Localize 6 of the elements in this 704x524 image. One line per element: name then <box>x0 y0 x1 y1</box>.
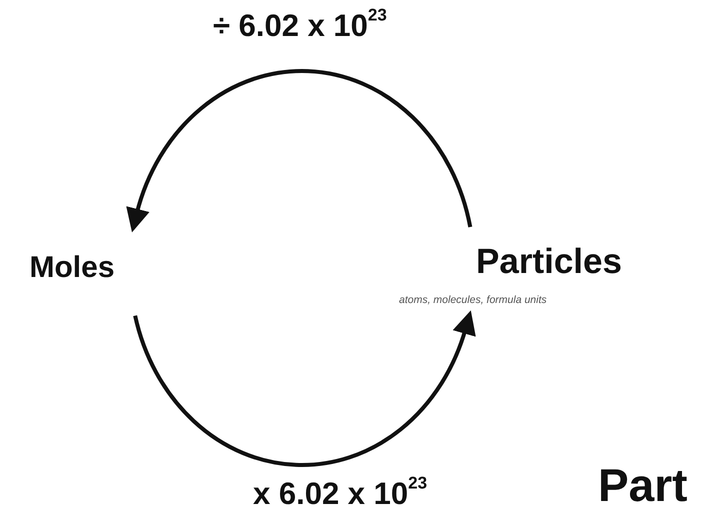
node-label: Particles <box>476 242 622 282</box>
node-label: atoms, molecules, formula units <box>399 294 547 306</box>
curved-arrow <box>133 310 476 467</box>
heading-fragment: Part <box>598 462 688 508</box>
node-label: Moles <box>29 251 115 285</box>
curved-arrow <box>126 69 472 232</box>
